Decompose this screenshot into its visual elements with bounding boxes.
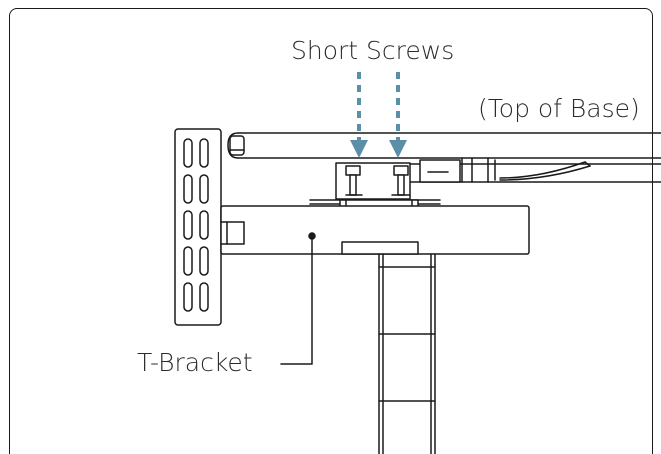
top-of-base-beam <box>227 132 661 159</box>
t-bracket <box>220 205 530 255</box>
screw-arrow-right <box>389 72 407 158</box>
screw-arrow-left <box>350 72 368 158</box>
short-screw-left <box>345 165 363 196</box>
short-screws-label: Short Screws <box>291 36 455 65</box>
side-plate <box>174 128 222 326</box>
top-of-base-label: (Top of Base) <box>478 94 640 123</box>
short-screw-right <box>391 165 411 196</box>
diagram-frame <box>9 8 653 454</box>
column <box>378 253 436 454</box>
t-bracket-leader <box>280 232 316 365</box>
t-bracket-label: T-Bracket <box>137 348 253 377</box>
